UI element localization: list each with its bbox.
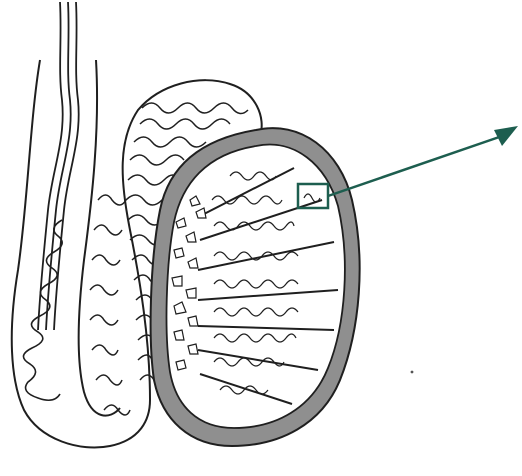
ductus-deferens-coils bbox=[23, 220, 62, 400]
arrow-head-icon bbox=[494, 126, 518, 146]
stray-dot bbox=[411, 371, 414, 374]
callout-arrow-line bbox=[328, 134, 508, 196]
vas-deferens bbox=[38, 2, 79, 330]
duct-outline bbox=[12, 60, 150, 448]
